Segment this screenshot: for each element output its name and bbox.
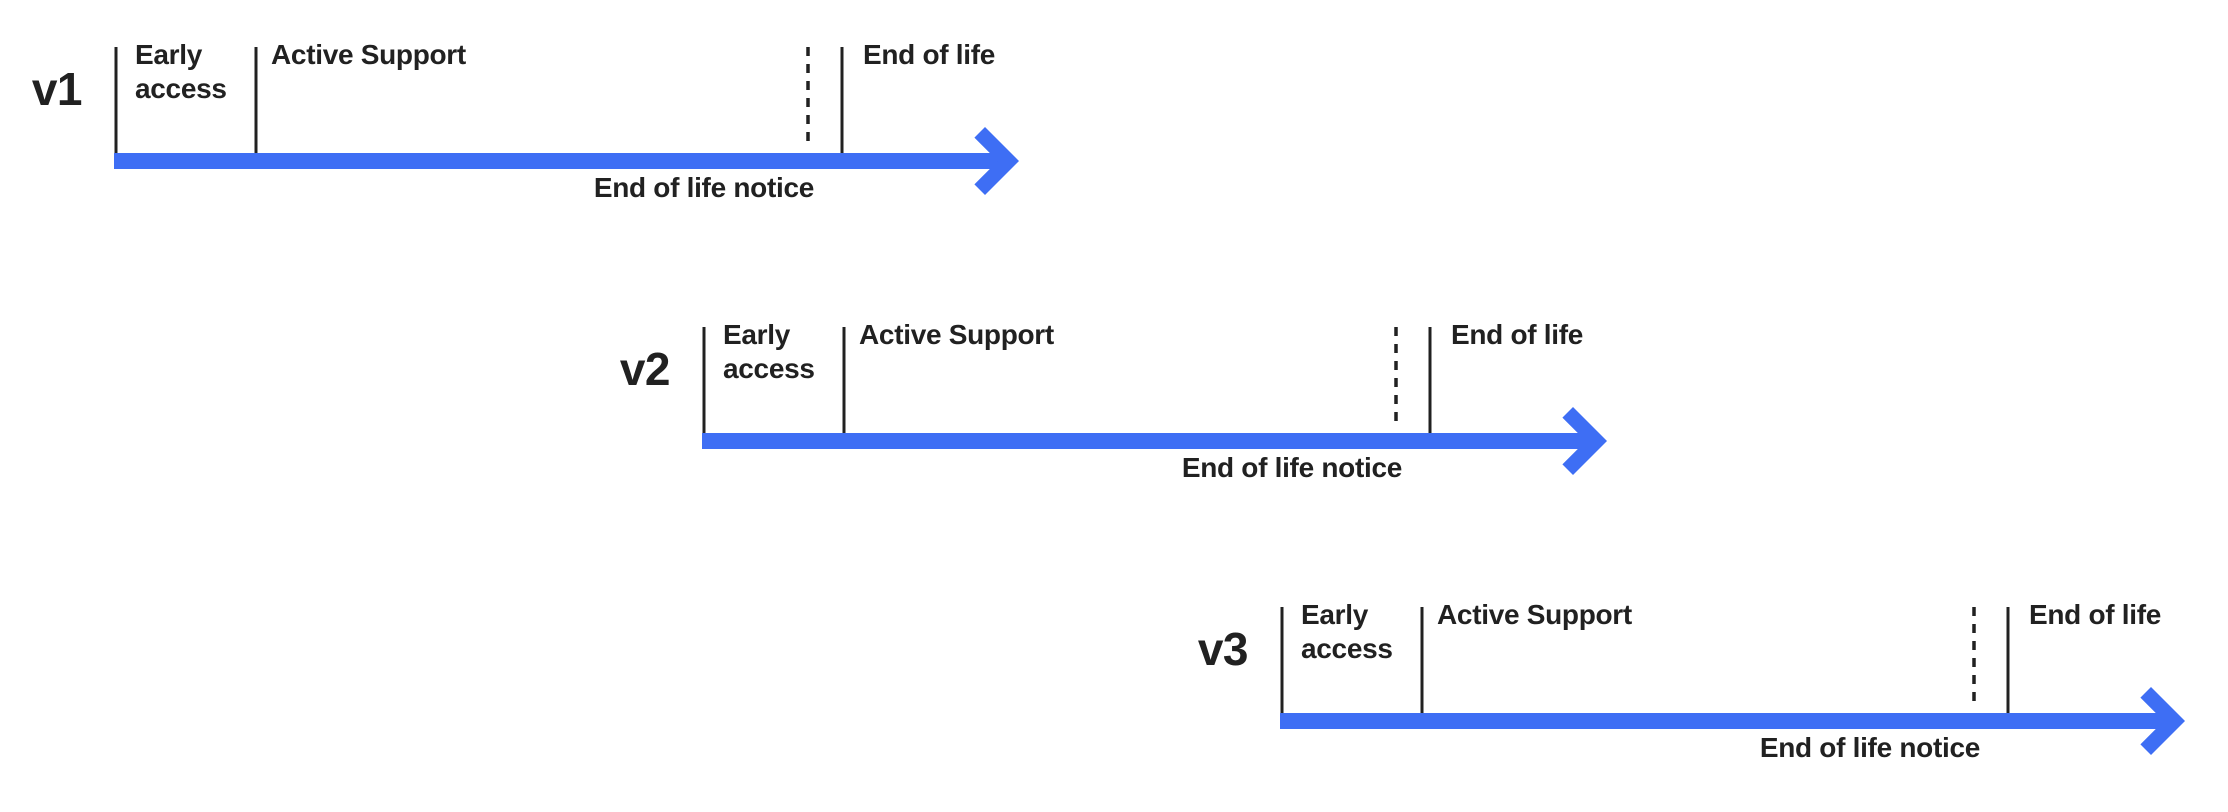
phase-label-early-access: Early access: [135, 39, 227, 104]
timeline-graphic: [114, 47, 1019, 195]
phase-label-end-of-life: End of life: [1451, 319, 1584, 350]
timeline-bar: [114, 153, 998, 169]
arrowhead-icon: [2140, 687, 2185, 755]
timeline-row-v2: v2 Early access Active Support End of li…: [620, 319, 1642, 483]
phase-label-active-support: Active Support: [271, 39, 466, 70]
version-label: v3: [1197, 623, 1249, 675]
version-label: v2: [619, 343, 671, 395]
phase-label-end-of-life: End of life: [2029, 599, 2162, 630]
phase-label-active-support: Active Support: [859, 319, 1054, 350]
phase-label-early-access: Early access: [1301, 599, 1393, 664]
arrowhead-icon: [1562, 407, 1607, 475]
phase-label-end-of-life-notice: End of life notice: [1181, 452, 1402, 483]
timeline-graphic: [702, 327, 1607, 475]
timeline-row-v3: v3 Early access Active Support End of li…: [1198, 599, 2220, 763]
timeline-bar: [702, 433, 1586, 449]
phase-label-end-of-life-notice: End of life notice: [593, 172, 814, 203]
arrowhead-icon: [974, 127, 1019, 195]
phase-label-early-access: Early access: [723, 319, 815, 384]
phase-label-active-support: Active Support: [1437, 599, 1632, 630]
phase-label-end-of-life-notice: End of life notice: [1759, 732, 1980, 763]
timeline-bar: [1280, 713, 2164, 729]
phase-label-end-of-life: End of life: [863, 39, 996, 70]
version-label: v1: [31, 63, 83, 115]
timeline-graphic: [1280, 607, 2185, 755]
timeline-row-v1: v1 Early access Active Support End of li…: [32, 39, 1054, 203]
